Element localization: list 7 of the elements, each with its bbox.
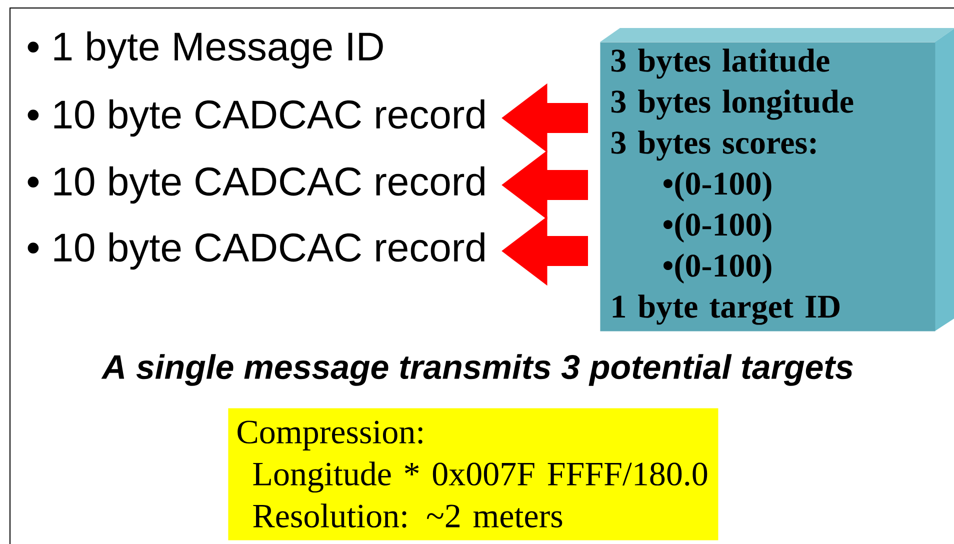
bullet-item: • 10 byte CADCAC record bbox=[28, 166, 484, 204]
bullet-item: • 10 byte CADCAC record bbox=[28, 232, 484, 270]
subtitle-text: A single message transmits 3 potential targets bbox=[101, 354, 853, 386]
bullet-item: • 1 byte Message ID bbox=[28, 31, 383, 69]
bullet-item: • 10 byte CADCAC record bbox=[28, 99, 484, 137]
note-box: Compression: Longitude * 0x007F FFFF/180.0 Resolution: ~2 meters bbox=[228, 408, 718, 540]
block-box: 3 bytes latitude 3 bytes longitude 3 bytes scores: •(0-100) •(0-100) •(0-100) 1 byte target ID bbox=[600, 28, 954, 332]
